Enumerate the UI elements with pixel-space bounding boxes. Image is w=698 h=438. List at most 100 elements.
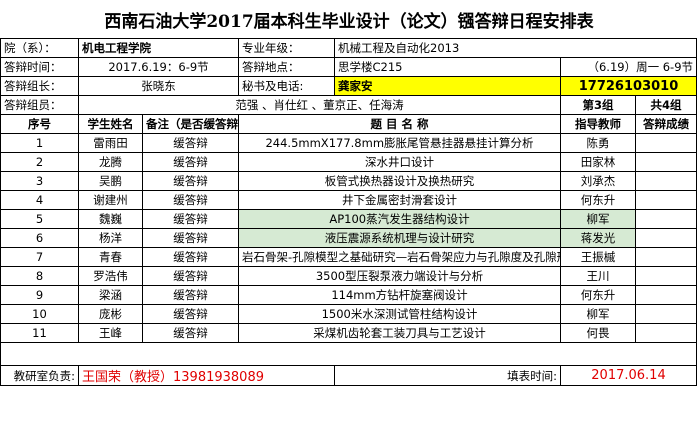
row-student-name: 庞彬: [78, 304, 143, 324]
column-header-teacher: 指导教师: [560, 114, 636, 134]
row-topic: 3500型压裂泵液力端设计与分析: [238, 266, 561, 286]
row-student-name: 谢建州: [78, 190, 143, 210]
row-student-name: 龙腾: [78, 152, 143, 172]
student-rows: 1 雷雨田 缓答辩 244.5mmX177.8mm膨胀尾管悬挂器悬挂计算分析 陈…: [0, 133, 698, 343]
row-student-name: 吴鹏: [78, 171, 143, 191]
office-label: 教研室负责:: [0, 365, 79, 386]
row-topic: AP100蒸汽发生器结构设计: [238, 209, 561, 229]
row-no: 4: [0, 190, 79, 210]
row-note: 缓答辩: [142, 171, 239, 191]
row-note: 缓答辩: [142, 247, 239, 267]
row-teacher: 何东升: [560, 285, 636, 305]
table-row: 11 王峰 缓答辩 采煤机齿轮套工装刀具与工艺设计 何畏: [0, 323, 698, 343]
row-note: 缓答辩: [142, 133, 239, 153]
leader-value: 张晓东: [78, 76, 239, 96]
row-student-name: 魏巍: [78, 209, 143, 229]
place-label: 答辩地点：: [238, 57, 335, 77]
group-total: 共4组: [634, 95, 698, 115]
row-teacher: 王振槭: [560, 247, 636, 267]
date-value: 2017.06.14: [559, 365, 698, 386]
place-value: 思学楼C215: [334, 57, 561, 77]
row-topic: 板管式换热器设计及换热研究: [238, 171, 561, 191]
table-row: 1 雷雨田 缓答辩 244.5mmX177.8mm膨胀尾管悬挂器悬挂计算分析 陈…: [0, 133, 698, 153]
college-value: 机电工程学院: [78, 38, 239, 58]
row-no: 8: [0, 266, 79, 286]
row-topic: 1500米水深测试管柱结构设计: [238, 304, 561, 324]
row-note: 缓答辩: [142, 285, 239, 305]
row-score: [634, 285, 698, 305]
schedule-table: 院（系）： 机电工程学院 专业年级： 机械工程及自动化2013 答辩时间： 20…: [0, 38, 698, 386]
group-number: 第3组: [560, 95, 636, 115]
table-row: 2 龙腾 缓答辩 深水井口设计 田家林: [0, 152, 698, 172]
table-row: 3 吴鹏 缓答辩 板管式换热器设计及换热研究 刘承杰: [0, 171, 698, 191]
row-note: 缓答辩: [142, 228, 239, 248]
row-no: 5: [0, 209, 79, 229]
footer-row: 教研室负责: 王国荣（教授）13981938089 填表时间: 2017.06.…: [0, 365, 698, 386]
column-header-row: 序号 学生姓名 备注（是否缓答辩） 题 目 名 称 指导教师 答辩成绩: [0, 114, 698, 134]
secretary-name: 龚家安: [334, 76, 561, 96]
row-teacher: 王川: [560, 266, 636, 286]
secretary-label: 秘书及电话:: [238, 76, 335, 96]
row-score: [634, 266, 698, 286]
row-note: 缓答辩: [142, 152, 239, 172]
row-topic: 液压震源系统机理与设计研究: [238, 228, 561, 248]
row-student-name: 王峰: [78, 323, 143, 343]
row-note: 缓答辩: [142, 190, 239, 210]
row-note: 缓答辩: [142, 304, 239, 324]
row-teacher: 何畏: [560, 323, 636, 343]
college-label: 院（系）：: [0, 38, 79, 58]
column-header-note: 备注（是否缓答辩）: [142, 114, 239, 134]
secretary-phone: 17726103010: [559, 76, 698, 96]
row-topic: 114mm方钻杆旋塞阀设计: [238, 285, 561, 305]
table-row: 5 魏巍 缓答辩 AP100蒸汽发生器结构设计 柳军: [0, 209, 698, 229]
row-teacher: 蒋发光: [560, 228, 636, 248]
row-score: [634, 133, 698, 153]
row-topic: 244.5mmX177.8mm膨胀尾管悬挂器悬挂计算分析: [238, 133, 561, 153]
row-no: 9: [0, 285, 79, 305]
row-no: 2: [0, 152, 79, 172]
row-teacher: 田家林: [560, 152, 636, 172]
row-student-name: 梁涵: [78, 285, 143, 305]
leader-row: 答辩组长： 张晓东 秘书及电话: 龚家安 17726103010: [0, 76, 698, 96]
table-row: 7 青春 缓答辩 岩石骨架-孔隙模型之基础研究—岩石骨架应力与孔隙度及孔隙形状的…: [0, 247, 698, 267]
row-student-name: 雷雨田: [78, 133, 143, 153]
spacer-row: [0, 342, 698, 366]
members-label: 答辩组员：: [0, 95, 79, 115]
column-header-no: 序号: [0, 114, 79, 134]
row-student-name: 罗浩伟: [78, 266, 143, 286]
time-value: 2017.6.19：6-9节: [78, 57, 239, 77]
row-teacher: 刘承杰: [560, 171, 636, 191]
row-no: 1: [0, 133, 79, 153]
column-header-topic: 题 目 名 称: [238, 114, 561, 134]
row-score: [634, 323, 698, 343]
date-label: 填表时间:: [334, 365, 561, 386]
row-score: [634, 247, 698, 267]
row-topic: 采煤机齿轮套工装刀具与工艺设计: [238, 323, 561, 343]
major-label: 专业年级：: [238, 38, 335, 58]
row-teacher: 柳军: [560, 304, 636, 324]
time-label: 答辩时间：: [0, 57, 79, 77]
page-title: 西南石油大学2017届本科生毕业设计（论文）镪答辩日程安排表: [104, 11, 594, 32]
major-value: 机械工程及自动化2013: [333, 38, 698, 58]
row-score: [634, 209, 698, 229]
row-no: 7: [0, 247, 79, 267]
schedule-value: （6.19）周一 6-9节: [559, 57, 698, 77]
row-no: 3: [0, 171, 79, 191]
row-no: 6: [0, 228, 79, 248]
members-value: 范强 、肖仕红 、董京正、任海涛: [78, 95, 561, 115]
leader-label: 答辩组长：: [0, 76, 79, 96]
column-header-name: 学生姓名: [78, 114, 143, 134]
members-row: 答辩组员： 范强 、肖仕红 、董京正、任海涛 第3组 共4组: [0, 95, 698, 115]
table-row: 10 庞彬 缓答辩 1500米水深测试管柱结构设计 柳军: [0, 304, 698, 324]
college-row: 院（系）： 机电工程学院 专业年级： 机械工程及自动化2013: [0, 38, 698, 58]
row-topic: 井下金属密封滑套设计: [238, 190, 561, 210]
row-note: 缓答辩: [142, 266, 239, 286]
row-topic: 深水井口设计: [238, 152, 561, 172]
row-student-name: 杨洋: [78, 228, 143, 248]
row-teacher: 柳军: [560, 209, 636, 229]
row-note: 缓答辩: [142, 209, 239, 229]
row-teacher: 何东升: [560, 190, 636, 210]
row-topic: 岩石骨架-孔隙模型之基础研究—岩石骨架应力与孔隙度及孔隙形状的关系: [238, 247, 561, 267]
row-note: 缓答辩: [142, 323, 239, 343]
row-score: [634, 228, 698, 248]
